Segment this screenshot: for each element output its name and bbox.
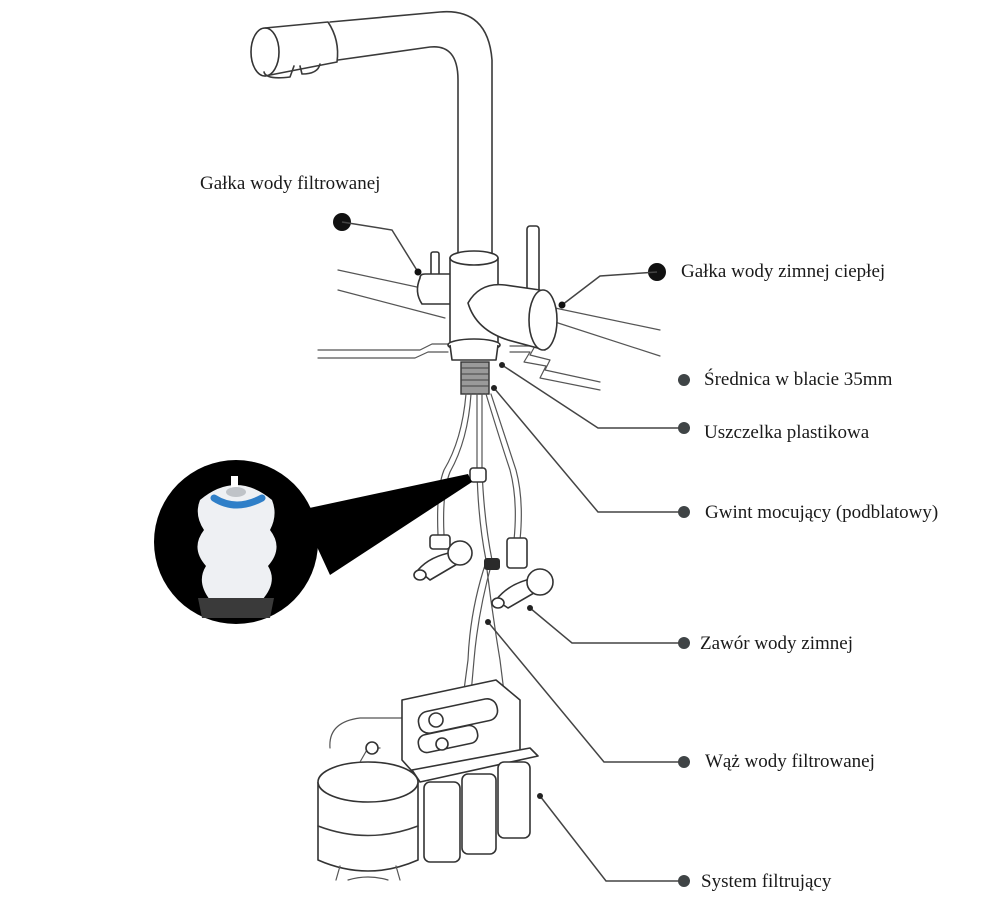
angle-valve-left xyxy=(413,534,473,581)
label-mounting-thread: Gwint mocujący (podblatowy) xyxy=(705,502,939,523)
label-filter-system: System filtrujący xyxy=(701,871,832,892)
leader-lines xyxy=(333,213,690,887)
faucet-spout xyxy=(250,10,493,261)
label-hot-cold-water-knob: Gałka wody zimnej ciepłej xyxy=(681,261,886,282)
supply-hoses xyxy=(437,393,522,706)
filter-system xyxy=(317,679,539,881)
angle-valve-right xyxy=(484,537,554,609)
label-cold-water-valve: Zawór wody zimnej xyxy=(700,633,854,654)
label-filtered-water-knob: Gałka wody filtrowanej xyxy=(200,173,381,194)
label-filtered-water-hose: Wąż wody filtrowanej xyxy=(705,751,875,772)
faucet-body xyxy=(416,225,558,395)
fitting-closeup xyxy=(154,460,472,624)
label-plastic-gasket: Uszczelka plastikowa xyxy=(704,422,870,443)
label-countertop-diameter: Średnica w blacie 35mm xyxy=(704,369,893,390)
